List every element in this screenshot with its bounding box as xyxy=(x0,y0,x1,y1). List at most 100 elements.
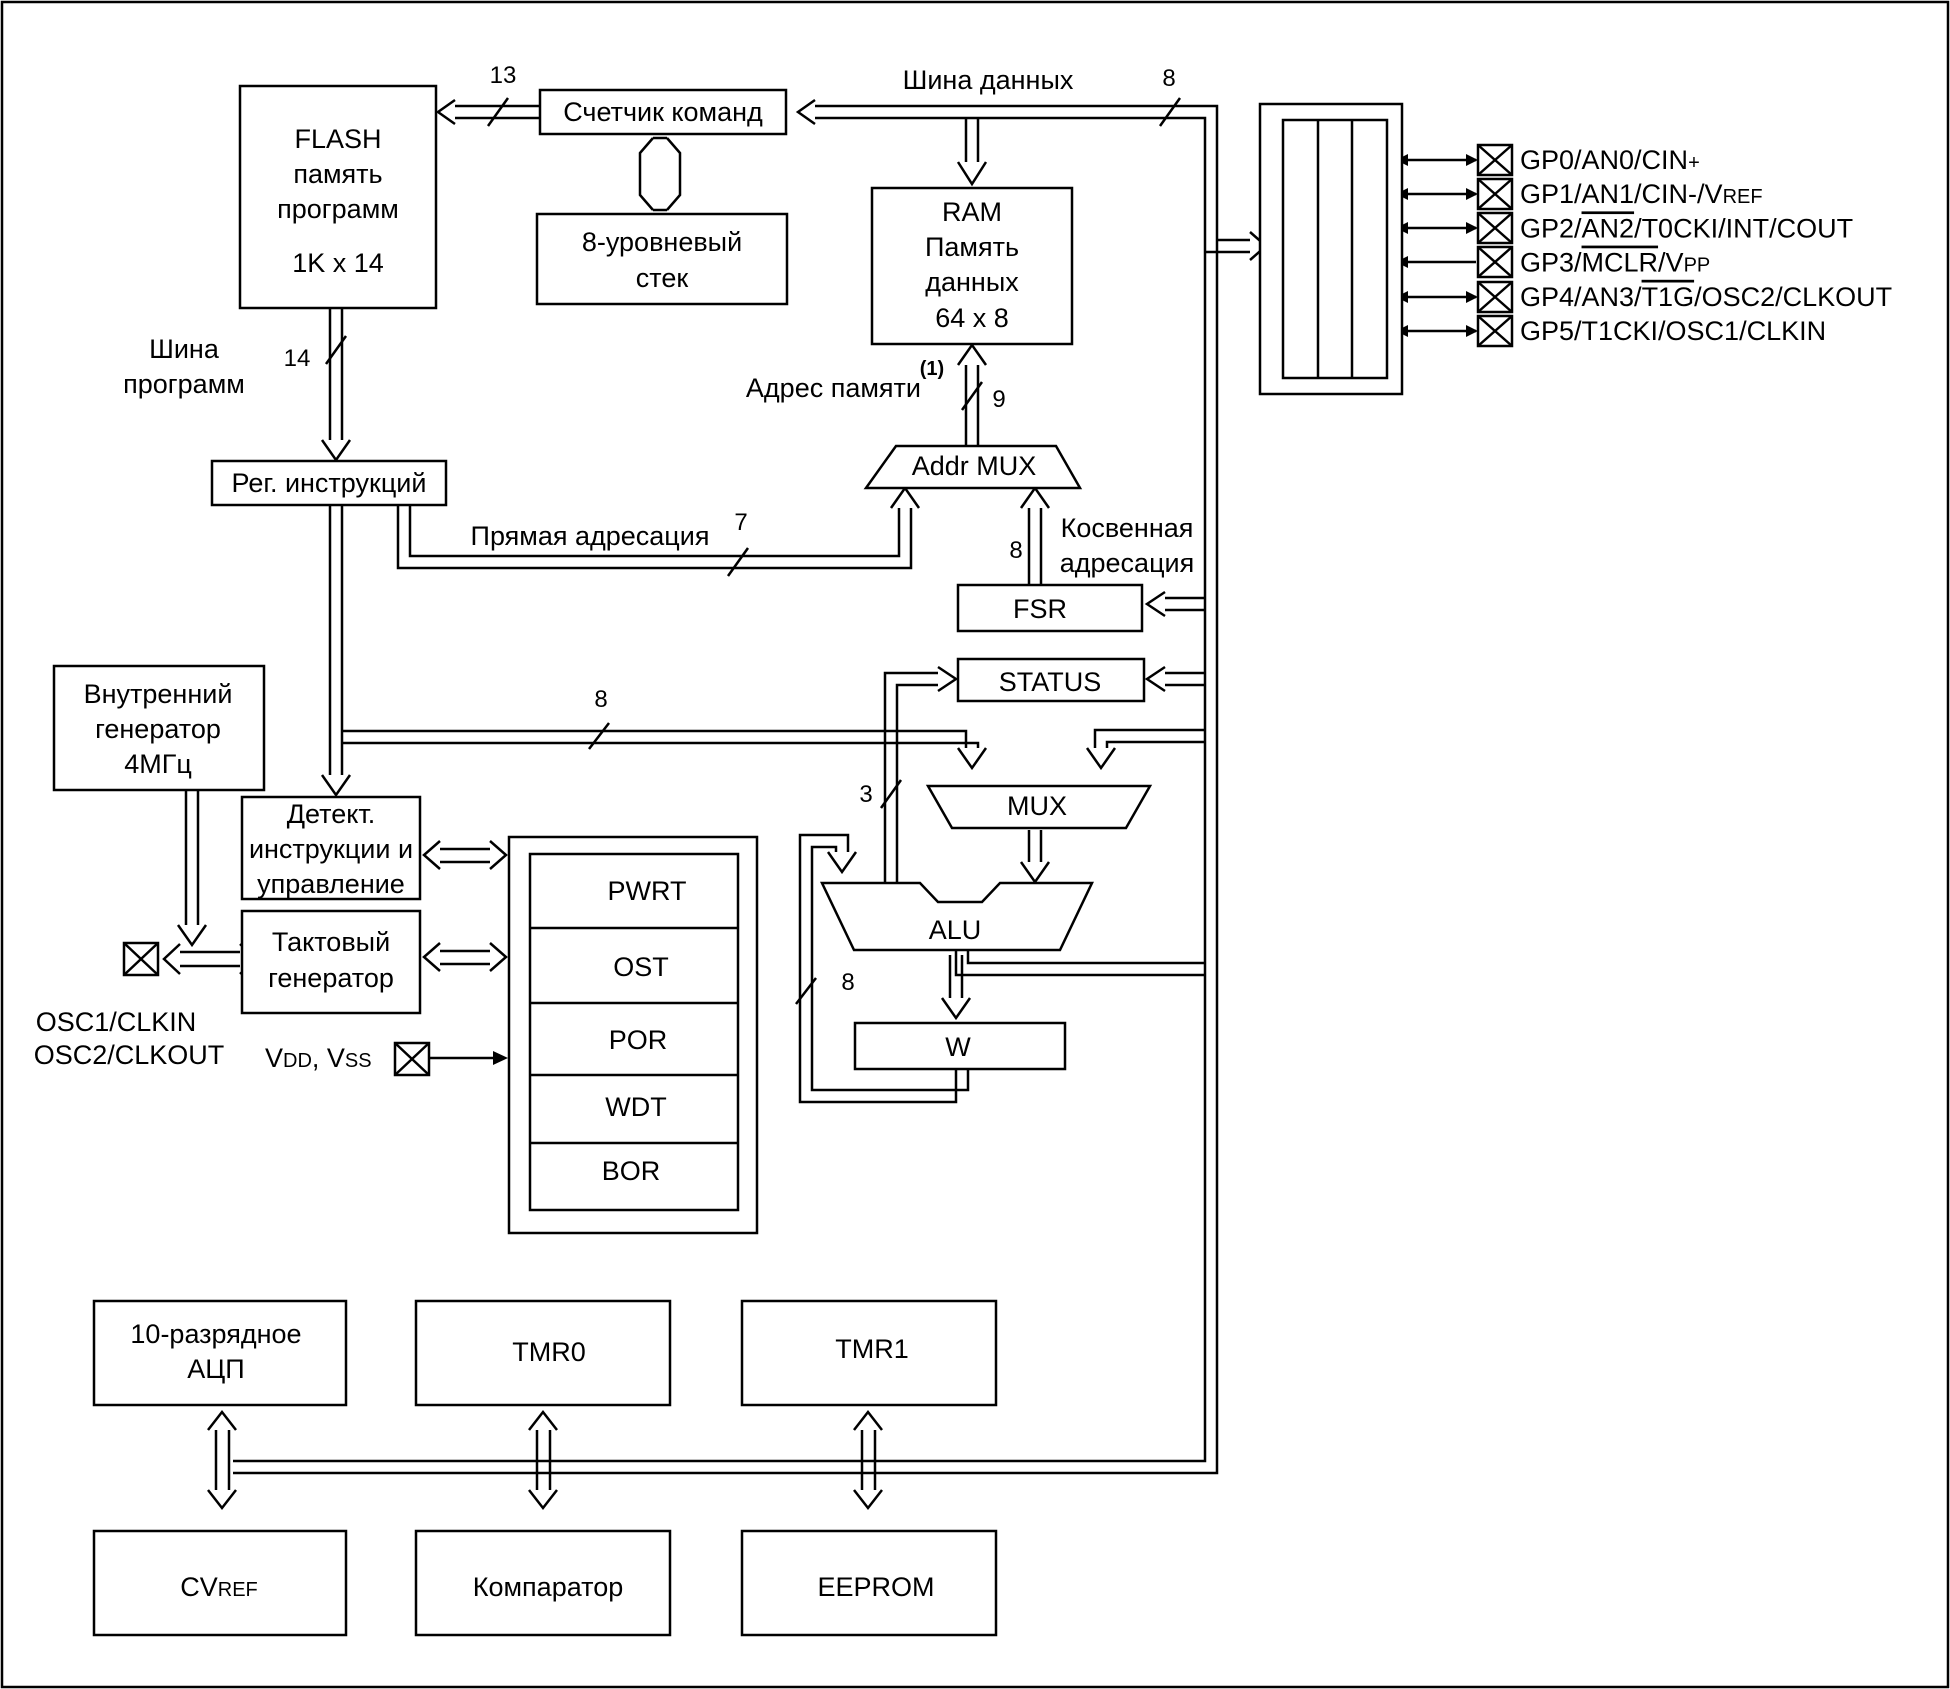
gpio-pin-labels: GP0/AN0/CIN+ GP1/AN1/CIN-/VREF GP2/AN2/T0C… xyxy=(1520,145,1892,346)
cvref-label: CVREF xyxy=(180,1572,258,1602)
vdd-arrowhead xyxy=(493,1051,508,1065)
tmr1-label: TMR1 xyxy=(835,1334,909,1364)
bus-peripheral xyxy=(233,1459,884,1475)
bus-width-ticks xyxy=(324,97,1182,1005)
power-item-ost: OST xyxy=(613,952,669,982)
bus-data-trunk xyxy=(815,104,1219,1475)
bus-fsr-to-addrmux xyxy=(1019,485,1051,585)
ram-label-4: 64 x 8 xyxy=(935,303,1009,333)
bus-data-to-status xyxy=(1144,665,1205,693)
instruction-register-block xyxy=(210,459,448,507)
width-w-feedback: 8 xyxy=(841,969,854,996)
power-item-por: POR xyxy=(609,1025,668,1055)
mux-block xyxy=(925,784,1153,830)
gpio-signal-lines xyxy=(1396,154,1478,337)
addr-mux-block xyxy=(863,444,1083,490)
pc-label: Счетчик команд xyxy=(563,97,763,127)
program-bus-label-2: программ xyxy=(123,369,245,399)
decode-label-1: Детект. xyxy=(287,799,375,829)
osc-pin-icon xyxy=(122,941,160,977)
flash-label-2: память xyxy=(293,159,382,189)
gpio-port-inner xyxy=(1281,118,1389,380)
gpio-pin-icons xyxy=(1476,143,1514,348)
stack-block xyxy=(535,212,789,306)
power-control-inner xyxy=(528,852,740,1212)
bus-ir-to-decoder xyxy=(320,505,352,798)
bus-alu-to-w xyxy=(940,955,972,1021)
bus-data-to-mux xyxy=(1085,728,1205,771)
width-data-bus: 8 xyxy=(1162,65,1175,92)
adc-label-2: АЦП xyxy=(187,1354,244,1384)
bus-alu-to-status xyxy=(883,665,959,883)
bus-data-to-pc-arrow xyxy=(795,98,816,126)
width-indirect-addr: 8 xyxy=(1009,537,1022,564)
osc-pins-label-1: OSC1/CLKIN xyxy=(36,1007,197,1037)
timing-label-2: генератор xyxy=(268,963,394,993)
status-label: STATUS xyxy=(999,667,1102,697)
int-osc-label-1: Внутренний xyxy=(84,679,233,709)
program-bus-label-1: Шина xyxy=(149,334,220,364)
bus-program xyxy=(320,308,352,463)
timing-generator-block xyxy=(240,909,422,1015)
adc-block xyxy=(92,1299,348,1407)
data-bus-label: Шина данных xyxy=(903,65,1074,95)
power-item-pwrt: PWRT xyxy=(608,876,687,906)
width-ir-mux: 8 xyxy=(594,686,607,713)
internal-oscillator-block xyxy=(52,664,266,792)
flash-memory-block xyxy=(238,84,438,310)
ram-block xyxy=(870,186,1074,346)
direct-addr-label: Прямая адресация xyxy=(471,521,710,551)
mux-label: MUX xyxy=(1007,791,1067,821)
stack-label-1: 8-уровневый xyxy=(582,227,742,257)
fsr-label: FSR xyxy=(1013,594,1067,624)
flash-label-3: программ xyxy=(277,194,399,224)
bus-data-to-ram xyxy=(956,118,988,187)
w-register-block xyxy=(853,1021,1067,1071)
decode-label-3: управление xyxy=(257,869,405,899)
bus-peripheral-drops xyxy=(207,1409,883,1511)
buses xyxy=(162,98,1478,1511)
ram-label-2: Память xyxy=(925,232,1019,262)
gpio-pin-label-2: GP2/AN2/T0CKI/INT/COUT xyxy=(1520,213,1853,243)
power-item-bor: BOR xyxy=(602,1156,661,1186)
timing-label-1: Тактовый xyxy=(272,927,390,957)
bus-intosc-to-timing xyxy=(176,785,208,948)
int-osc-label-3: 4МГц xyxy=(124,749,192,779)
power-item-wdt: WDT xyxy=(605,1092,666,1122)
bus-labels: Шина данных Шина программ Адрес памяти (… xyxy=(34,65,1195,1073)
alu-block xyxy=(820,881,1094,952)
vdd-pin-icon xyxy=(393,1041,431,1077)
width-program-bus: 14 xyxy=(284,345,311,372)
alu-label: ALU xyxy=(929,915,982,945)
w-label: W xyxy=(945,1032,971,1062)
flash-label-1: FLASH xyxy=(294,124,381,154)
adc-label-1: 10-разрядное xyxy=(130,1319,301,1349)
ram-label-3: данных xyxy=(925,267,1019,297)
bus-width-labels: 13 8 14 9 7 8 8 3 8 xyxy=(284,62,1176,996)
width-mem-addr: 9 xyxy=(992,386,1005,413)
gpio-pin-label-1: GP1/AN1/CIN-/VREF xyxy=(1520,179,1763,209)
bus-pc-to-flash xyxy=(435,98,540,126)
gpio-pin-label-3: GP3/MCLR/VPP xyxy=(1520,248,1710,278)
program-counter-block xyxy=(538,88,788,136)
bus-ir-to-mux xyxy=(342,729,988,771)
gpio-pin-label-0: GP0/AN0/CIN+ xyxy=(1520,145,1700,175)
bus-pc-stack xyxy=(638,136,682,212)
bus-w-feedback xyxy=(798,833,970,1104)
vdd-vss-label: VDD, VSS xyxy=(265,1043,372,1073)
ir-label: Рег. инструкций xyxy=(232,468,427,498)
indirect-addr-label-1: Косвенная xyxy=(1061,513,1194,543)
cvref-block xyxy=(92,1529,348,1637)
status-block xyxy=(956,657,1146,703)
width-alu-status: 3 xyxy=(859,781,872,808)
stack-label-2: стек xyxy=(636,263,689,293)
indirect-addr-label-2: адресация xyxy=(1060,548,1195,578)
tmr0-block xyxy=(414,1299,672,1407)
bus-data-to-port xyxy=(1205,231,1268,261)
tmr0-label: TMR0 xyxy=(512,1337,586,1367)
flash-label-4: 1K x 14 xyxy=(292,248,384,278)
eeprom-label: EEPROM xyxy=(817,1572,934,1602)
bus-decoder-power xyxy=(422,840,508,870)
